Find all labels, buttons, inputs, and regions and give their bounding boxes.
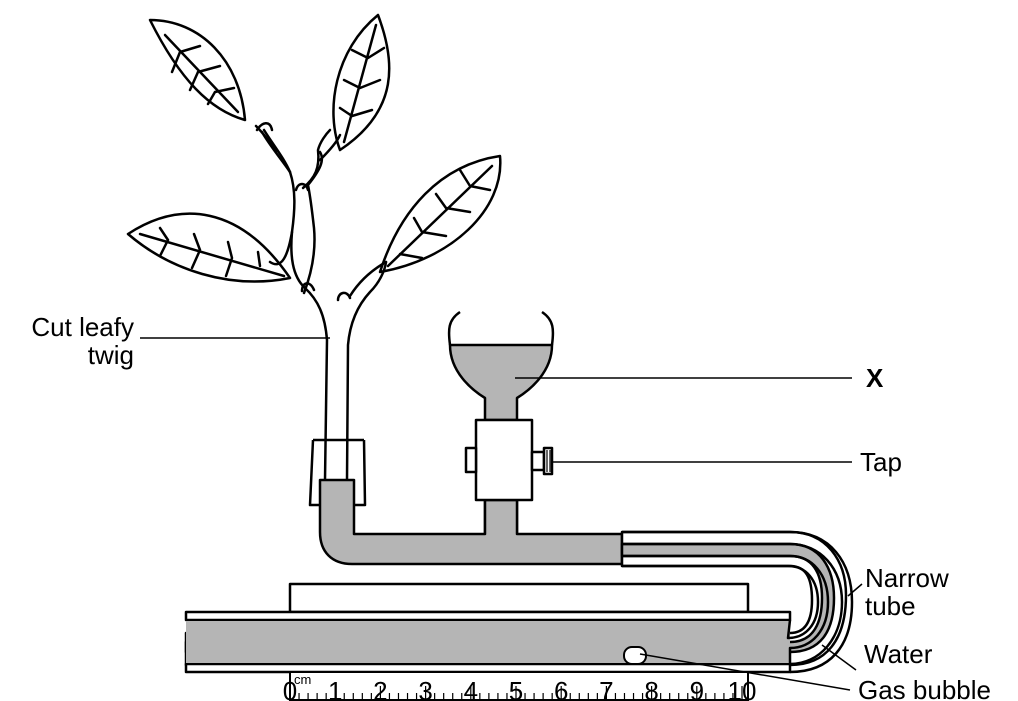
- leader-water: [821, 644, 857, 671]
- ruler-unit: cm: [294, 672, 311, 687]
- label-gas-bubble: Gas bubble: [858, 675, 991, 701]
- leader-gas-bubble: [639, 653, 851, 691]
- label-tap: Tap: [860, 447, 902, 477]
- leaf-left-vein: [138, 226, 286, 278]
- apparatus: [184, 310, 854, 674]
- ruler-number: 9: [690, 676, 704, 701]
- capillary-water: [186, 620, 790, 664]
- label-twig-line2: twig: [88, 340, 134, 370]
- tap-body: [474, 418, 534, 502]
- ruler-number: 5: [509, 676, 523, 701]
- support-board: [288, 582, 750, 614]
- ruler-number: 10: [728, 676, 757, 701]
- ruler-number: 2: [373, 676, 387, 701]
- branch-upper-left: [254, 124, 292, 174]
- stem-right-outline: [302, 150, 388, 482]
- u-bend: [622, 530, 854, 674]
- ruler-ticks: [289, 686, 743, 700]
- leafy-twig: [126, 13, 502, 482]
- label-water: Water: [864, 639, 933, 669]
- leaf-top-right-vein: [338, 23, 386, 144]
- gas-bubble: [623, 646, 647, 665]
- tap-left-lug: [464, 446, 478, 474]
- ruler-number: 1: [328, 676, 342, 701]
- label-narrow-tube-line1: Narrow: [865, 563, 949, 593]
- branch-upper-right: [301, 128, 342, 190]
- bud-4: [336, 291, 352, 302]
- ruler-number: 8: [644, 676, 658, 701]
- bud-3: [300, 282, 316, 293]
- twig-stopper: [308, 439, 367, 507]
- main-water-tube: [318, 478, 624, 566]
- leader-narrow-tube: [847, 583, 863, 597]
- leaf-top-left: [148, 18, 247, 122]
- ruler-number: 0: [283, 676, 297, 701]
- tap-knob-stem: [530, 450, 546, 472]
- funnel-water: [448, 343, 554, 422]
- label-x: X: [866, 363, 884, 393]
- leaf-top-left-vein: [163, 33, 240, 114]
- bud-1: [255, 122, 274, 132]
- leader-lines: [140, 337, 863, 691]
- leaf-right: [378, 154, 502, 274]
- funnel-rim: [447, 310, 555, 346]
- ruler-number: 7: [599, 676, 613, 701]
- stem-left-outline: [262, 128, 329, 482]
- bud-2: [294, 182, 310, 192]
- ruler: cm: [289, 671, 749, 701]
- tap-knob: [542, 446, 554, 476]
- ruler-number: 4: [464, 676, 478, 701]
- branch-lower-left: [268, 230, 294, 266]
- leaf-top-right: [332, 13, 391, 152]
- leaf-left: [126, 212, 292, 283]
- leaf-right-vein: [386, 164, 494, 268]
- label-narrow-tube-line2: tube: [865, 591, 916, 621]
- ruler-numbers: 0 1 2 3 4 5 6 7 8 9 10: [283, 676, 757, 701]
- label-twig-line1: Cut leafy: [31, 312, 134, 342]
- ruler-number: 6: [554, 676, 568, 701]
- ruler-number: 3: [418, 676, 432, 701]
